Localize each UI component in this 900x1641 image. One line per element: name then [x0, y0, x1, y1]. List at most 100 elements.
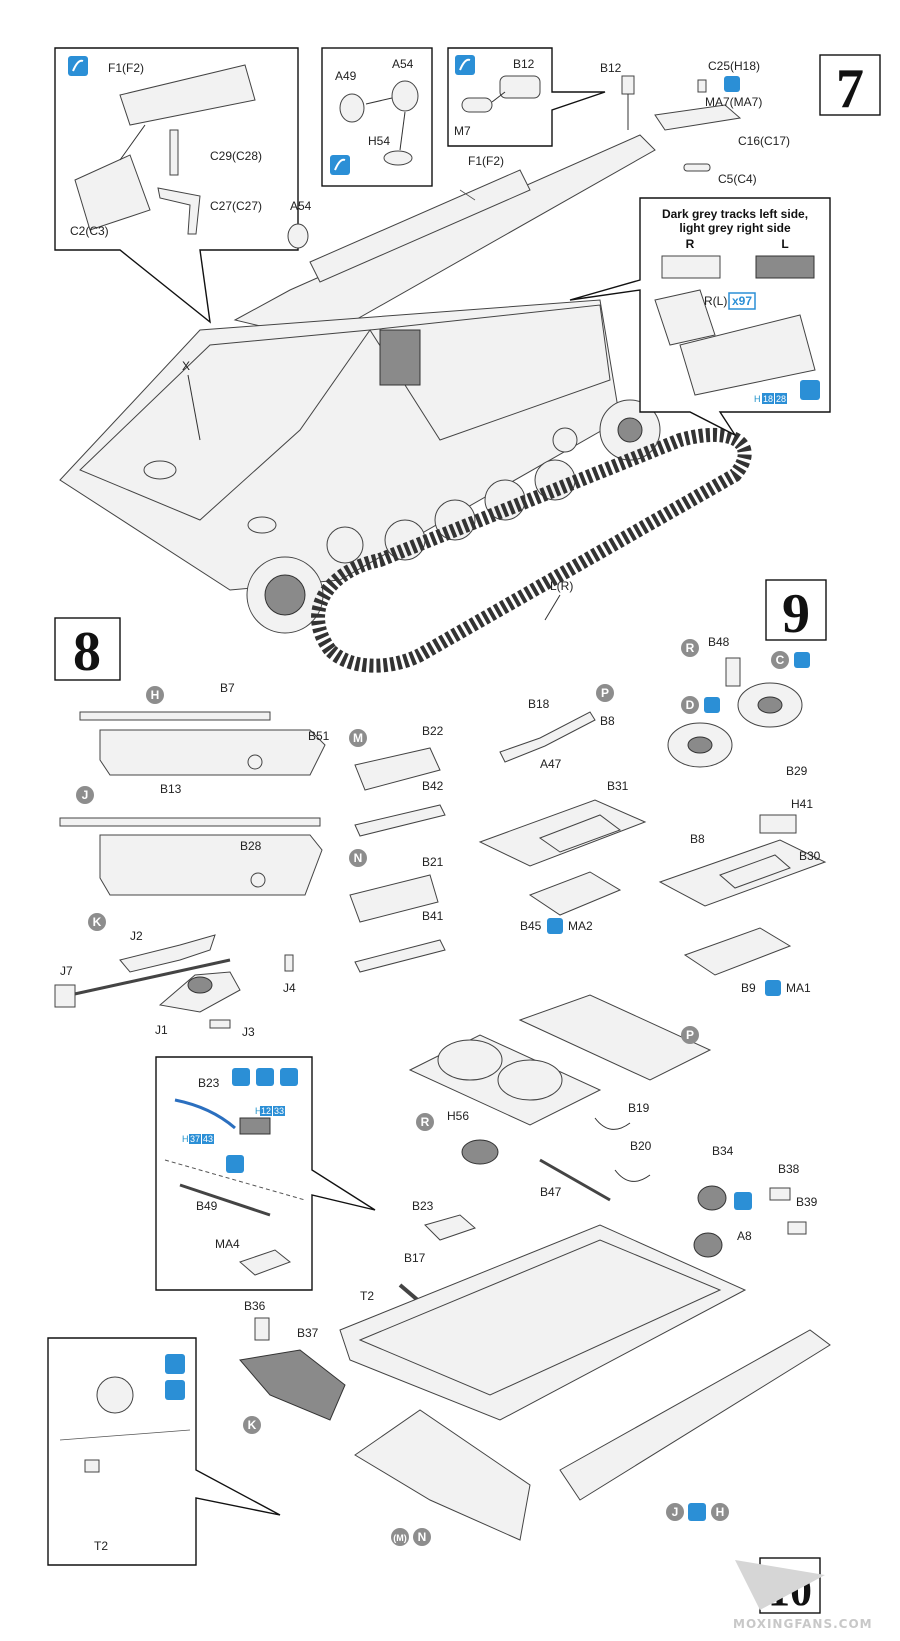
label-b23-main: B23 — [412, 1199, 434, 1213]
svg-text:12: 12 — [261, 1106, 271, 1116]
circle-c: C — [776, 653, 785, 667]
label-c16: C16(C17) — [738, 134, 790, 148]
grille — [538, 814, 622, 853]
watermark: MOXINGFANS.COM — [733, 1560, 873, 1631]
glue-icon — [800, 380, 820, 400]
part-b7 — [79, 711, 271, 721]
part-f1-hatch — [309, 169, 531, 283]
part-a54 — [391, 80, 419, 112]
track-link-light — [661, 255, 721, 279]
part-b51 — [99, 729, 326, 776]
label-b29: B29 — [786, 764, 808, 778]
part-c5 — [683, 163, 711, 172]
label-b8-r: B8 — [690, 832, 705, 846]
part-b18 — [499, 711, 596, 763]
decal-icon — [765, 980, 781, 996]
ammo-rack — [379, 329, 421, 386]
paint-18: 18 — [763, 394, 773, 404]
circle-j: J — [82, 788, 89, 802]
part-a8 — [693, 1232, 723, 1258]
circle-k: K — [248, 1418, 257, 1432]
part-j2 — [119, 934, 216, 973]
circle-m: M — [353, 731, 363, 745]
tracks-note-line2: light grey right side — [679, 221, 791, 235]
part-b9 — [683, 927, 792, 976]
label-j7: J7 — [60, 964, 73, 978]
part-f1 — [119, 64, 256, 126]
label-b38: B38 — [778, 1162, 800, 1176]
grille — [719, 854, 791, 889]
step-10: 10 P R B23 H 12 33 H 37 43 — [47, 994, 831, 1615]
part-h54 — [383, 150, 413, 166]
hatch — [143, 460, 177, 480]
watermark-text: MOXINGFANS.COM — [733, 1617, 873, 1631]
part-b23 — [239, 1117, 271, 1135]
label-b45: B45 — [520, 919, 542, 933]
label-b28: B28 — [240, 839, 262, 853]
part-b19 — [594, 1117, 631, 1130]
label-j1: J1 — [155, 1023, 168, 1037]
decal-icon — [704, 697, 720, 713]
part-ma4 — [239, 1249, 292, 1276]
label-j2: J2 — [130, 929, 143, 943]
circle-n: N — [354, 851, 363, 865]
svg-text:33: 33 — [274, 1106, 284, 1116]
decal-icon — [226, 1155, 244, 1173]
part-b48 — [725, 657, 741, 687]
step-9-box — [765, 579, 827, 641]
label-h54: H54 — [368, 134, 390, 148]
tracks-note-r: R — [686, 237, 695, 251]
part-b12 — [621, 75, 635, 95]
circle-d: D — [686, 698, 695, 712]
track-assembled — [679, 314, 816, 396]
label-b7: B7 — [220, 681, 235, 695]
part-k-assembly — [239, 1349, 346, 1421]
decal-icon — [547, 918, 563, 934]
label-x: X — [182, 359, 190, 373]
part-c16 — [654, 104, 742, 131]
step-9: 9 P B18 B8 A47 B31 B45 MA2 R B48 C D B29… — [478, 579, 827, 996]
glue-icon — [68, 56, 88, 76]
glue-icon — [165, 1354, 185, 1374]
label-rl: R(L) — [704, 294, 727, 308]
drop-icon — [256, 1068, 274, 1086]
part-b42 — [354, 804, 446, 837]
glue-icon — [330, 155, 350, 175]
circle-m-paren: (M) — [393, 1533, 407, 1543]
label-b49: B49 — [196, 1199, 218, 1213]
glue-icon — [280, 1068, 298, 1086]
svg-text:H: H — [255, 1106, 262, 1116]
label-b30: B30 — [799, 849, 821, 863]
part-c2 — [74, 154, 151, 231]
cable-b23 — [174, 1098, 236, 1130]
fender-mn — [354, 1409, 531, 1541]
circle-p: P — [601, 686, 609, 700]
label-h41: H41 — [791, 797, 813, 811]
part-b39 — [787, 1221, 807, 1235]
svg-text:37: 37 — [190, 1134, 200, 1144]
label-t2-inset: T2 — [94, 1539, 108, 1553]
fender-j — [559, 1329, 831, 1501]
part-j7 — [54, 984, 76, 1008]
tracks-note-l: L — [781, 237, 788, 251]
label-b48: B48 — [708, 635, 730, 649]
track-link-dark — [755, 255, 815, 279]
part-c25 — [697, 79, 707, 93]
circle-r: R — [686, 641, 695, 655]
part-b23 — [424, 1214, 476, 1241]
decal-icon — [724, 76, 740, 92]
circle-k: K — [93, 915, 102, 929]
inset-b23-detail: B23 H 12 33 H 37 43 B49 MA4 — [155, 1056, 376, 1291]
part-j3 — [209, 1019, 231, 1029]
label-b42: B42 — [422, 779, 444, 793]
part-b41 — [354, 939, 446, 973]
svg-text:43: 43 — [203, 1134, 213, 1144]
label-b31: B31 — [607, 779, 629, 793]
label-f1: F1(F2) — [108, 61, 144, 75]
tracks-note: Dark grey tracks left side, light grey r… — [569, 197, 831, 437]
part-b34 — [697, 1185, 727, 1211]
label-b13: B13 — [160, 782, 182, 796]
label-c27: C27(C27) — [210, 199, 262, 213]
inset-f1-detail: F1(F2) C29(C28) C27(C27) C2(C3) — [54, 47, 299, 324]
